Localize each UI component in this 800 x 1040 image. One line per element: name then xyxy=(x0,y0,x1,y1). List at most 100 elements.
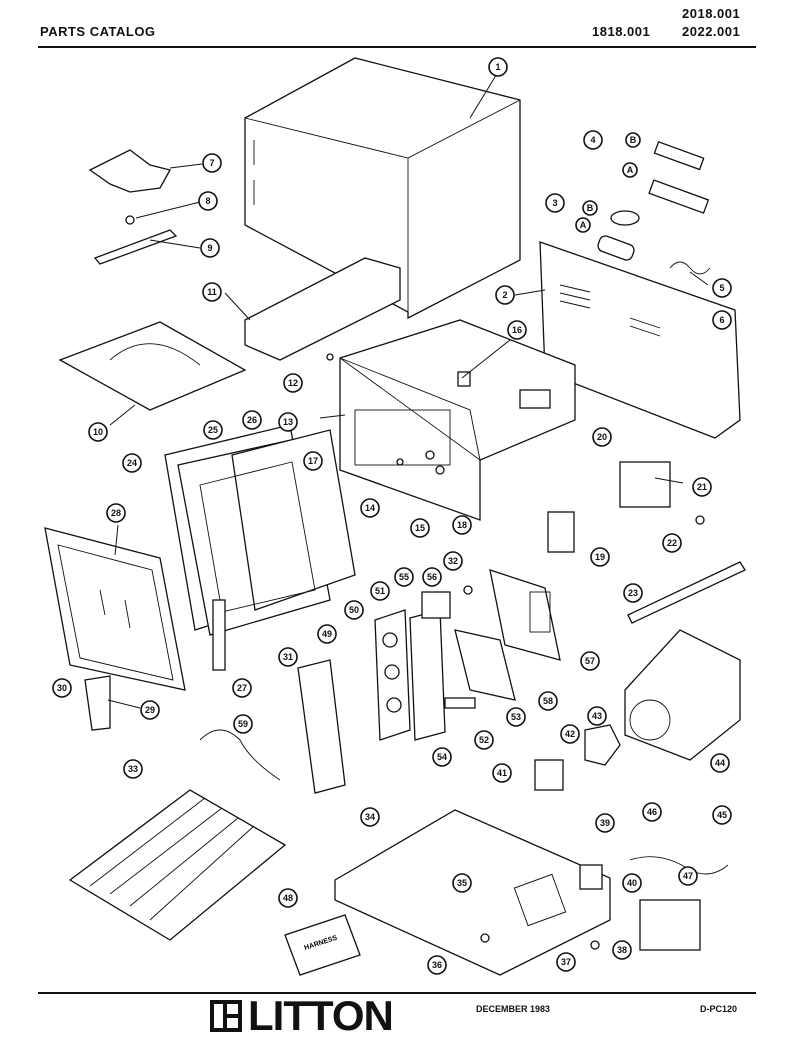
thermal-cutout xyxy=(695,515,705,525)
callout-circle xyxy=(492,763,512,783)
harness-box xyxy=(284,914,361,976)
oven-cavity xyxy=(339,319,576,521)
callout-number: 49 xyxy=(322,629,332,639)
control-knob xyxy=(384,664,400,680)
callout-number: 32 xyxy=(448,556,458,566)
door-screen xyxy=(231,429,356,611)
callout-number: 10 xyxy=(93,427,103,437)
callout-number: 26 xyxy=(247,415,257,425)
thermal-switch xyxy=(669,261,711,275)
callout-number: 44 xyxy=(715,758,725,768)
power-cord xyxy=(629,856,729,875)
callout-number: 14 xyxy=(365,503,375,513)
callout-circle xyxy=(394,567,414,587)
callout-25: 25 xyxy=(203,420,223,440)
callout-number: 37 xyxy=(561,957,571,967)
callout-number: A xyxy=(627,165,634,175)
callout-circle xyxy=(474,730,494,750)
model-number: 2018.001 xyxy=(682,6,741,21)
callout-circle xyxy=(370,581,390,601)
callout-number: A xyxy=(580,220,587,230)
callout-circle xyxy=(242,410,262,430)
callout-number: 36 xyxy=(432,960,442,970)
callout-circle xyxy=(344,600,364,620)
callout-circle xyxy=(422,567,442,587)
callout-15: 15 xyxy=(410,518,430,538)
callout-number: 5 xyxy=(719,283,724,293)
model-number: 1818.001 xyxy=(592,24,651,39)
callout-number: 6 xyxy=(719,315,724,325)
callout-circle xyxy=(642,802,662,822)
callout-11: 11 xyxy=(202,282,222,302)
callout-circle xyxy=(622,162,638,178)
callout-17: 17 xyxy=(303,451,323,471)
screw xyxy=(326,353,334,361)
callout-59: 59 xyxy=(233,714,253,734)
timer-motor xyxy=(421,591,451,619)
brand-name: LITTON xyxy=(248,992,394,1039)
base-plate xyxy=(334,809,611,976)
callout-number: 18 xyxy=(457,520,467,530)
callout-44: 44 xyxy=(710,753,730,773)
callout-circle xyxy=(283,373,303,393)
capacitor xyxy=(579,864,603,890)
control-board xyxy=(409,609,446,741)
callout-16: 16 xyxy=(507,320,527,340)
callout-47: 47 xyxy=(678,866,698,886)
callout-circle xyxy=(692,477,712,497)
callout-number: 43 xyxy=(592,711,602,721)
callout-number: 11 xyxy=(207,287,217,297)
callout-circle xyxy=(410,518,430,538)
lamp-bulb xyxy=(610,210,640,226)
callout-number: 30 xyxy=(57,683,67,693)
lamp-socket xyxy=(597,235,635,261)
callout-number: 58 xyxy=(543,696,553,706)
callout-number: 27 xyxy=(237,683,247,693)
callout-circle xyxy=(488,57,508,77)
callout-26: 26 xyxy=(242,410,262,430)
callout-number: 2 xyxy=(502,290,507,300)
oven-rack xyxy=(68,789,287,941)
power-board xyxy=(454,629,516,701)
callout-6: 6 xyxy=(712,310,732,330)
callout-number: 19 xyxy=(595,552,605,562)
callout-30: 30 xyxy=(52,678,72,698)
lamp-lens xyxy=(425,450,435,460)
callout-32: 32 xyxy=(443,551,463,571)
callout-48: 48 xyxy=(278,888,298,908)
callout-number: B xyxy=(587,203,594,213)
callout-circle xyxy=(203,420,223,440)
callout-circle xyxy=(575,217,591,233)
callout-circle xyxy=(233,714,253,734)
callout-circle xyxy=(232,678,252,698)
callout-20: 20 xyxy=(592,427,612,447)
callout-51: 51 xyxy=(370,581,390,601)
blower-housing xyxy=(624,629,741,761)
callout-number: 3 xyxy=(552,198,557,208)
callout-number: 12 xyxy=(288,378,298,388)
callout-circle xyxy=(592,427,612,447)
brand-logo: LITTON xyxy=(210,992,394,1040)
callout-1: 1 xyxy=(488,57,508,77)
callout-number: 45 xyxy=(717,810,727,820)
callout-number: 50 xyxy=(349,605,359,615)
top-plate xyxy=(58,321,247,411)
callout-4a: A xyxy=(622,162,638,178)
callout-3: 3 xyxy=(545,193,565,213)
callout-circle xyxy=(202,153,222,173)
callout-4b: B xyxy=(625,132,641,148)
callout-circle xyxy=(507,320,527,340)
connector-strip xyxy=(444,697,476,709)
header-rule xyxy=(38,46,756,48)
callout-circle xyxy=(122,453,142,473)
callout-circle xyxy=(278,647,298,667)
callout-43: 43 xyxy=(587,706,607,726)
callout-28: 28 xyxy=(106,503,126,523)
callout-circle xyxy=(140,700,160,720)
callout-8: 8 xyxy=(198,191,218,211)
callout-number: 24 xyxy=(127,458,137,468)
callout-24: 24 xyxy=(122,453,142,473)
callout-number: 53 xyxy=(511,712,521,722)
callout-number: 23 xyxy=(628,588,638,598)
waveguide-cover xyxy=(244,257,401,361)
